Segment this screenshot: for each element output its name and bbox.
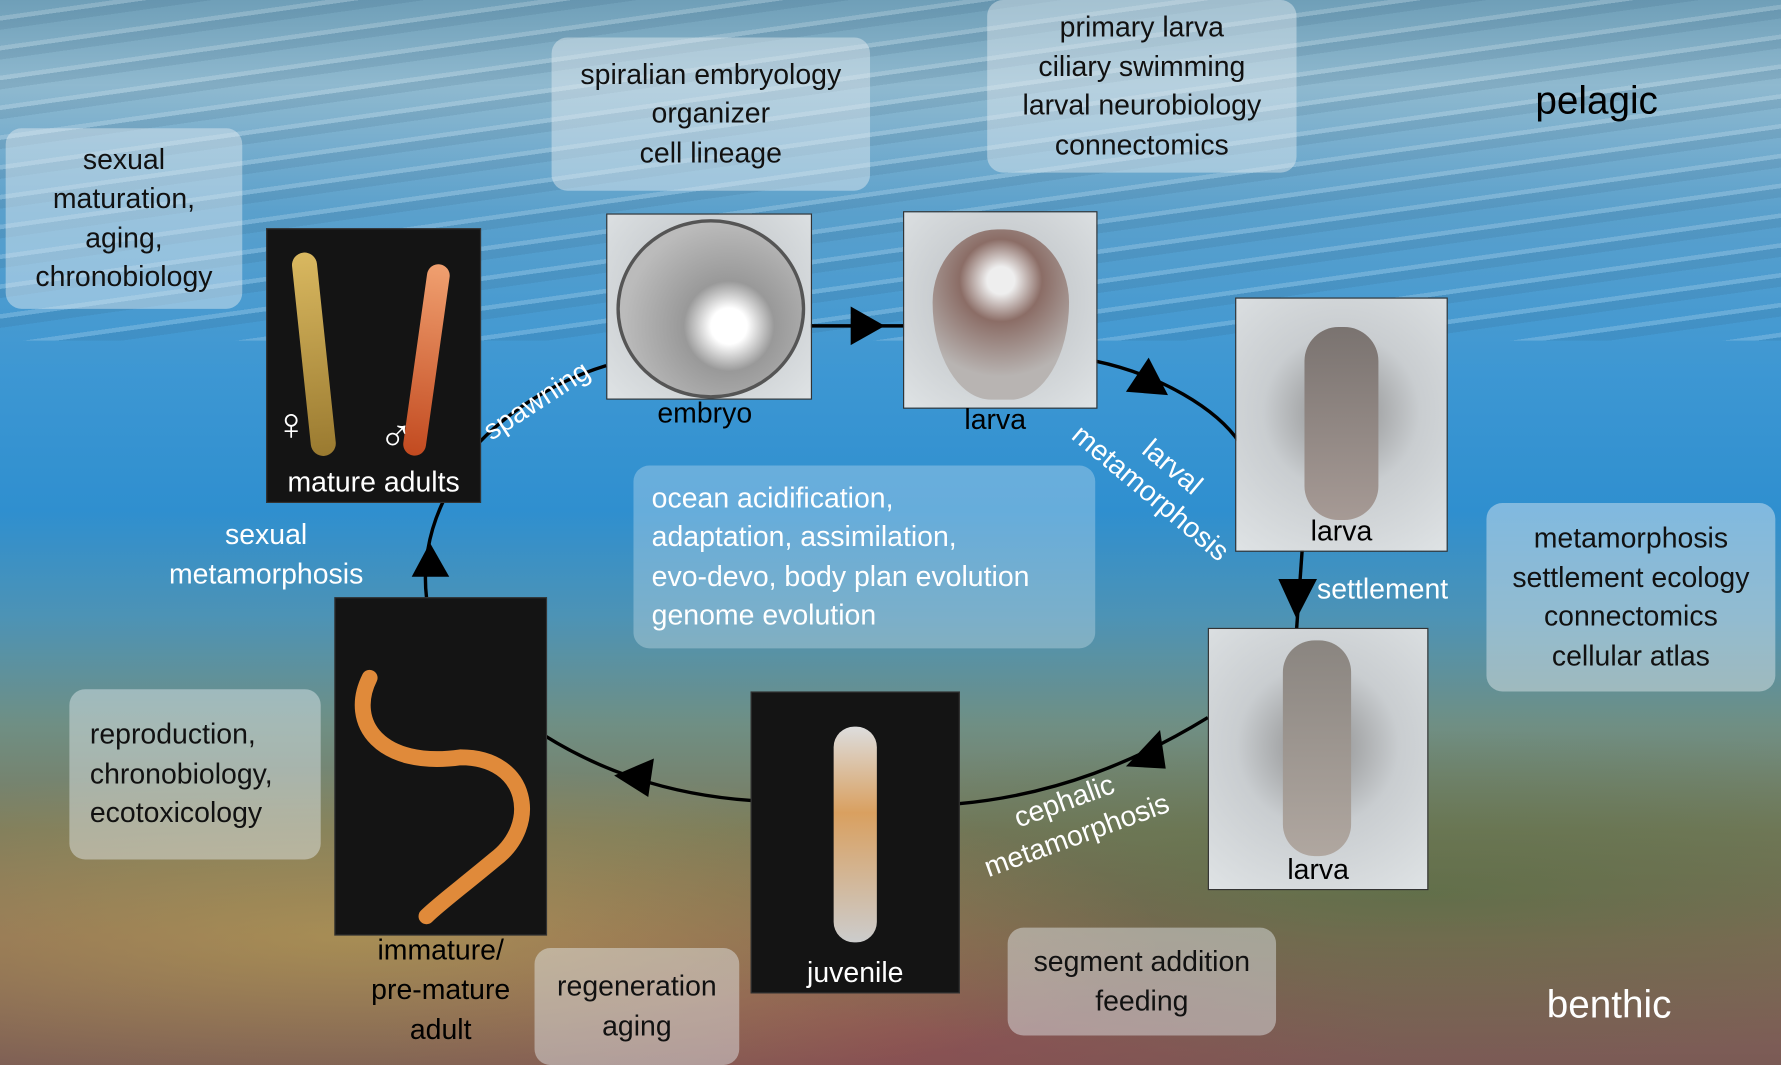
stage-label: mature adults	[287, 466, 460, 499]
text: feeding	[1095, 984, 1189, 1017]
box-sexual-maturation: sexual maturation, aging, chronobiology	[5, 128, 243, 309]
arrow-icon	[614, 758, 654, 798]
box-segment: segment addition feeding	[1007, 927, 1277, 1036]
text: metamorphosis	[1533, 522, 1729, 555]
text: pre-mature	[371, 974, 511, 1006]
arrow-icon	[1125, 357, 1169, 396]
text: spiralian embryology	[580, 58, 842, 91]
box-regeneration: regeneration aging	[534, 948, 740, 1065]
text: genome evolution	[651, 599, 877, 632]
text: segment addition	[1033, 945, 1251, 978]
box-embryology: spiralian embryology organizer cell line…	[551, 37, 871, 191]
text: aging,	[85, 221, 163, 254]
transition-settlement: settlement	[1316, 573, 1449, 606]
text: larval neurobiology	[1022, 89, 1262, 122]
box-metamorphosis: metamorphosis settlement ecology connect…	[1486, 502, 1776, 692]
text: cell lineage	[639, 137, 782, 169]
text: metamorphosis	[168, 558, 364, 591]
photo-embryo	[606, 213, 813, 400]
text: adaptation, assimilation,	[651, 521, 957, 553]
stage-label-embryo: embryo	[657, 397, 753, 430]
text: primary larva	[1059, 11, 1225, 44]
zone-pelagic: pelagic	[1535, 79, 1658, 123]
text: organizer	[651, 97, 771, 130]
text: regeneration	[557, 970, 717, 1003]
text: ciliary swimming	[1038, 50, 1246, 83]
photo-immature-adult	[334, 597, 548, 936]
stage-label: larva	[1287, 853, 1349, 886]
text: reproduction,	[89, 718, 256, 751]
box-reproduction: reproduction, chronobiology, ecotoxicolo…	[69, 689, 321, 860]
photo-larva-settled: larva	[1207, 627, 1429, 891]
text: ecotoxicology	[89, 797, 263, 830]
text: chronobiology	[35, 261, 213, 293]
arrow-icon	[411, 542, 450, 577]
box-ocean: ocean acidification, adaptation, assimil…	[633, 465, 1096, 649]
arrow-icon	[850, 306, 885, 346]
stage-label-immature: immature/ pre-mature adult	[353, 931, 529, 1050]
text: immature/	[377, 934, 504, 967]
photo-juvenile: juvenile	[750, 691, 960, 994]
stage-label: larva	[1310, 515, 1373, 548]
photo-larva-primary	[903, 211, 1098, 409]
photo-larva-nectochaete: larva	[1235, 297, 1448, 552]
zone-benthic: benthic	[1546, 983, 1672, 1027]
arrow-icon	[1278, 579, 1317, 619]
text: settlement ecology	[1512, 561, 1750, 594]
text: connectomics	[1054, 128, 1229, 161]
text: evo-devo, body plan evolution	[651, 560, 1030, 593]
text: connectomics	[1543, 600, 1718, 633]
text: ocean acidification,	[651, 481, 894, 514]
transition-sexual-metamorphosis: sexual metamorphosis	[152, 515, 379, 594]
female-icon: ♀	[274, 399, 309, 450]
text: adult	[409, 1013, 472, 1046]
text: chronobiology,	[89, 758, 273, 790]
text: sexual	[225, 518, 308, 551]
text: cellular atlas	[1551, 639, 1710, 672]
stage-label-larva: larva	[964, 404, 1027, 436]
box-primary-larva: primary larva ciliary swimming larval ne…	[987, 0, 1297, 173]
photo-mature-adults: ♀ ♂ mature adults	[266, 228, 482, 503]
text: sexual	[82, 143, 166, 176]
text: aging	[602, 1009, 672, 1042]
male-icon: ♂	[378, 411, 413, 461]
text: maturation,	[52, 182, 196, 215]
stage-label: juvenile	[807, 957, 904, 989]
arrow-icon	[1125, 730, 1166, 769]
